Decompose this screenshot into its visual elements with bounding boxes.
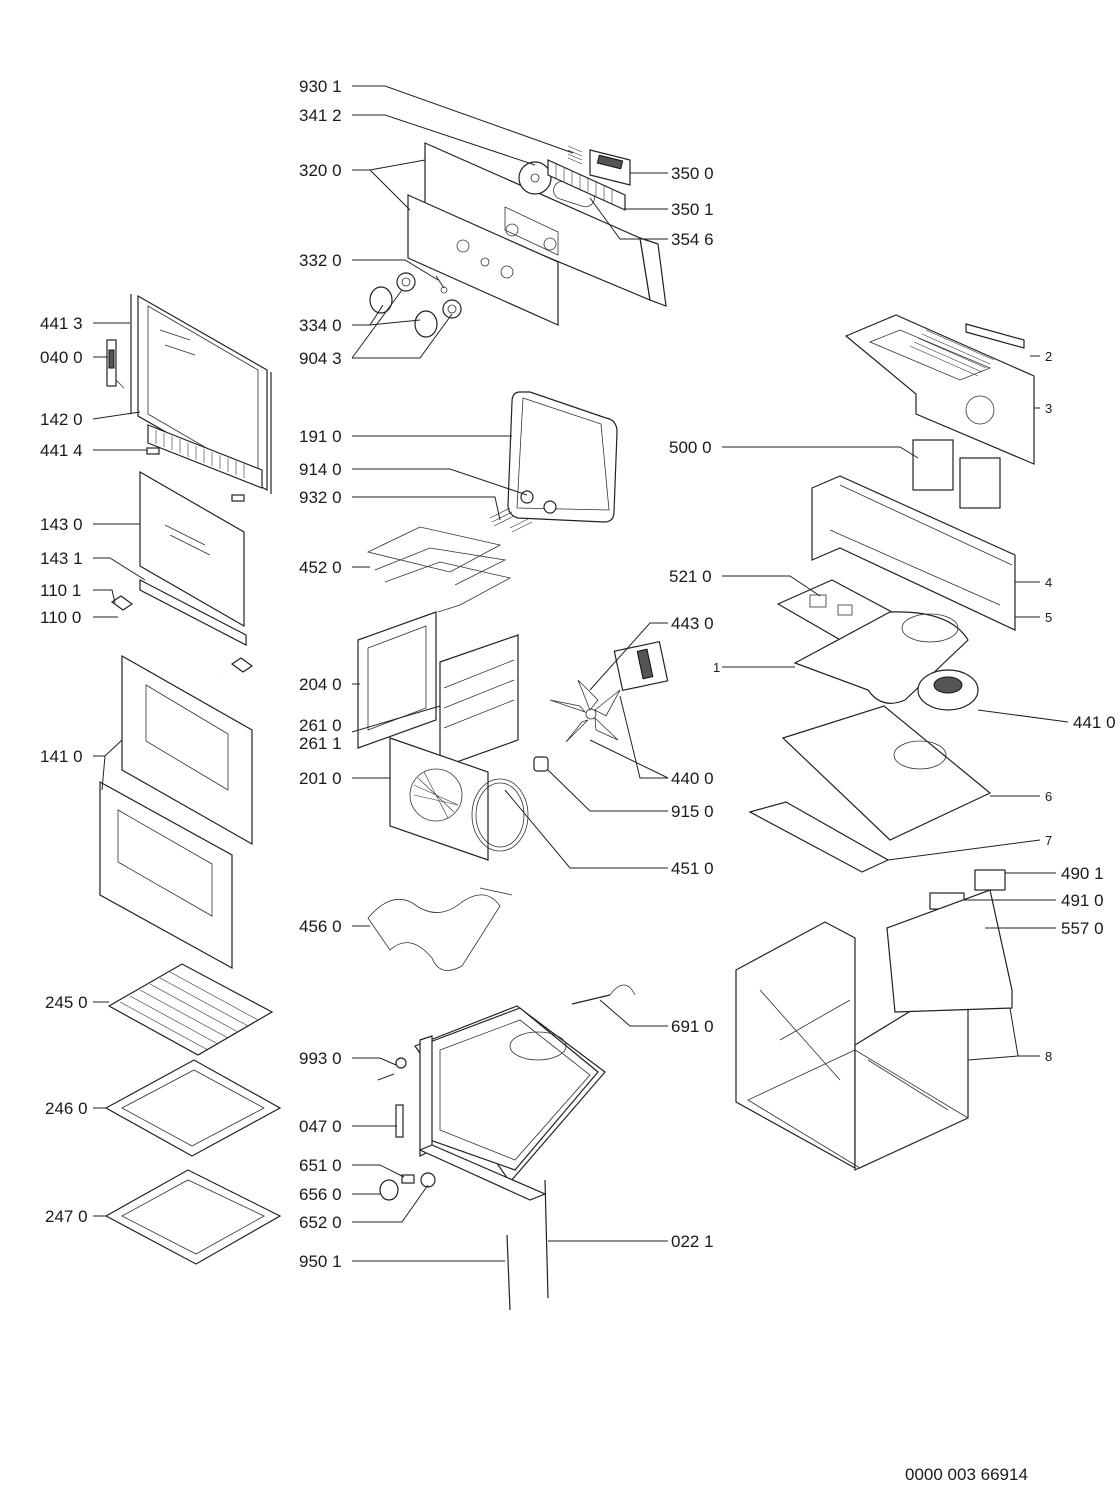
- label-110-0: 110 0: [40, 608, 81, 627]
- label-452-0: 452 0: [299, 558, 342, 577]
- label-521-0: 521 0: [669, 567, 712, 586]
- label-354-6: 354 6: [671, 230, 714, 249]
- control-panel-group: [369, 142, 667, 338]
- label-491-0: 491 0: [1061, 891, 1104, 910]
- cavity-parts-group: [357, 391, 669, 1005]
- label-350-1: 350 1: [671, 200, 714, 219]
- label-320-0: 320 0: [299, 161, 342, 180]
- label-246-0: 246 0: [45, 1099, 88, 1118]
- right-housing-group: [735, 314, 1035, 1171]
- label-441-4: 441 4: [40, 441, 83, 460]
- label-440-0: 440 0: [671, 769, 714, 788]
- label-261-0: 261 0: [299, 716, 342, 735]
- label-7: 7: [1045, 833, 1052, 848]
- label-904-3: 904 3: [299, 349, 342, 368]
- label-2: 2: [1045, 349, 1052, 364]
- label-245-0: 245 0: [45, 993, 88, 1012]
- label-350-0: 350 0: [671, 164, 714, 183]
- label-332-0: 332 0: [299, 251, 342, 270]
- label-247-0: 247 0: [45, 1207, 88, 1226]
- label-932-0: 932 0: [299, 488, 342, 507]
- label-652-0: 652 0: [299, 1213, 342, 1232]
- label-441-0: 441 0: [1073, 713, 1116, 732]
- label-3: 3: [1045, 401, 1052, 416]
- label-142-0: 142 0: [40, 410, 83, 429]
- label-141-0: 141 0: [40, 747, 83, 766]
- label-500-0: 500 0: [669, 438, 712, 457]
- label-950-1: 950 1: [299, 1252, 342, 1271]
- label-691-0: 691 0: [671, 1017, 714, 1036]
- label-930-1: 930 1: [299, 77, 342, 96]
- label-651-0: 651 0: [299, 1156, 342, 1175]
- label-557-0: 557 0: [1061, 919, 1104, 938]
- label-6: 6: [1045, 789, 1052, 804]
- label-456-0: 456 0: [299, 917, 342, 936]
- label-914-0: 914 0: [299, 460, 342, 479]
- door-group: [99, 294, 282, 1265]
- part-labels: 930 1 341 2 320 0 350 0 350 1 354 6 332 …: [40, 77, 1116, 1271]
- label-204-0: 204 0: [299, 675, 342, 694]
- label-261-1: 261 1: [299, 734, 342, 753]
- label-656-0: 656 0: [299, 1185, 342, 1204]
- leader-lines: [92, 85, 1069, 1262]
- label-451-0: 451 0: [671, 859, 714, 878]
- document-number: 0000 003 66914: [905, 1465, 1028, 1484]
- label-040-0: 040 0: [40, 348, 83, 367]
- label-1: 1: [713, 660, 720, 675]
- label-341-2: 341 2: [299, 106, 342, 125]
- label-8: 8: [1045, 1049, 1052, 1064]
- label-5: 5: [1045, 610, 1052, 625]
- label-915-0: 915 0: [671, 802, 714, 821]
- label-4: 4: [1045, 575, 1052, 590]
- label-490-1: 490 1: [1061, 864, 1104, 883]
- label-441-3: 441 3: [40, 314, 83, 333]
- label-047-0: 047 0: [299, 1117, 342, 1136]
- oven-cavity: [377, 1005, 606, 1311]
- label-143-0: 143 0: [40, 515, 83, 534]
- label-143-1: 143 1: [40, 549, 83, 568]
- label-201-0: 201 0: [299, 769, 342, 788]
- label-110-1: 110 1: [40, 581, 81, 600]
- label-022-1: 022 1: [671, 1232, 714, 1251]
- label-993-0: 993 0: [299, 1049, 342, 1068]
- label-191-0: 191 0: [299, 427, 342, 446]
- label-334-0: 334 0: [299, 316, 342, 335]
- label-443-0: 443 0: [671, 614, 714, 633]
